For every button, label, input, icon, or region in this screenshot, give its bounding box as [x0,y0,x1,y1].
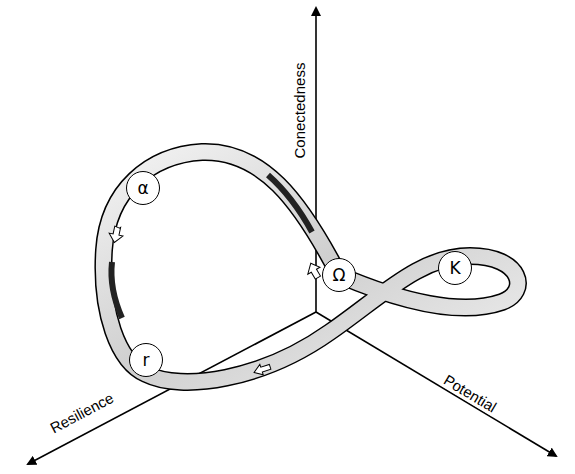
axis-label-holder: Potential [439,370,502,417]
axis-label: Conectedness [291,61,308,161]
axis-label-holder: Conectedness [291,61,308,161]
phase-circle: K [438,251,472,285]
axis-label: Resilience [45,388,118,437]
phase-letter: α [137,180,148,197]
flow-arrow [252,362,272,378]
phase-letter: K [449,260,460,277]
phase-letter: Ω [333,267,346,284]
phase-circle: α [126,171,160,205]
flow-arrow [108,225,125,244]
ribbon-shade [268,175,312,232]
phase-circle: r [129,343,163,377]
axis-label: Potential [439,370,501,417]
ribbon-edge [103,152,517,382]
axis-label-holder: Resilience [45,388,118,438]
phase-letter: r [143,352,150,369]
ribbon-shade [111,262,122,318]
flow-arrow [304,260,324,281]
axis-line [316,312,556,456]
ribbon [103,152,517,382]
phase-circle: Ω [322,258,356,292]
